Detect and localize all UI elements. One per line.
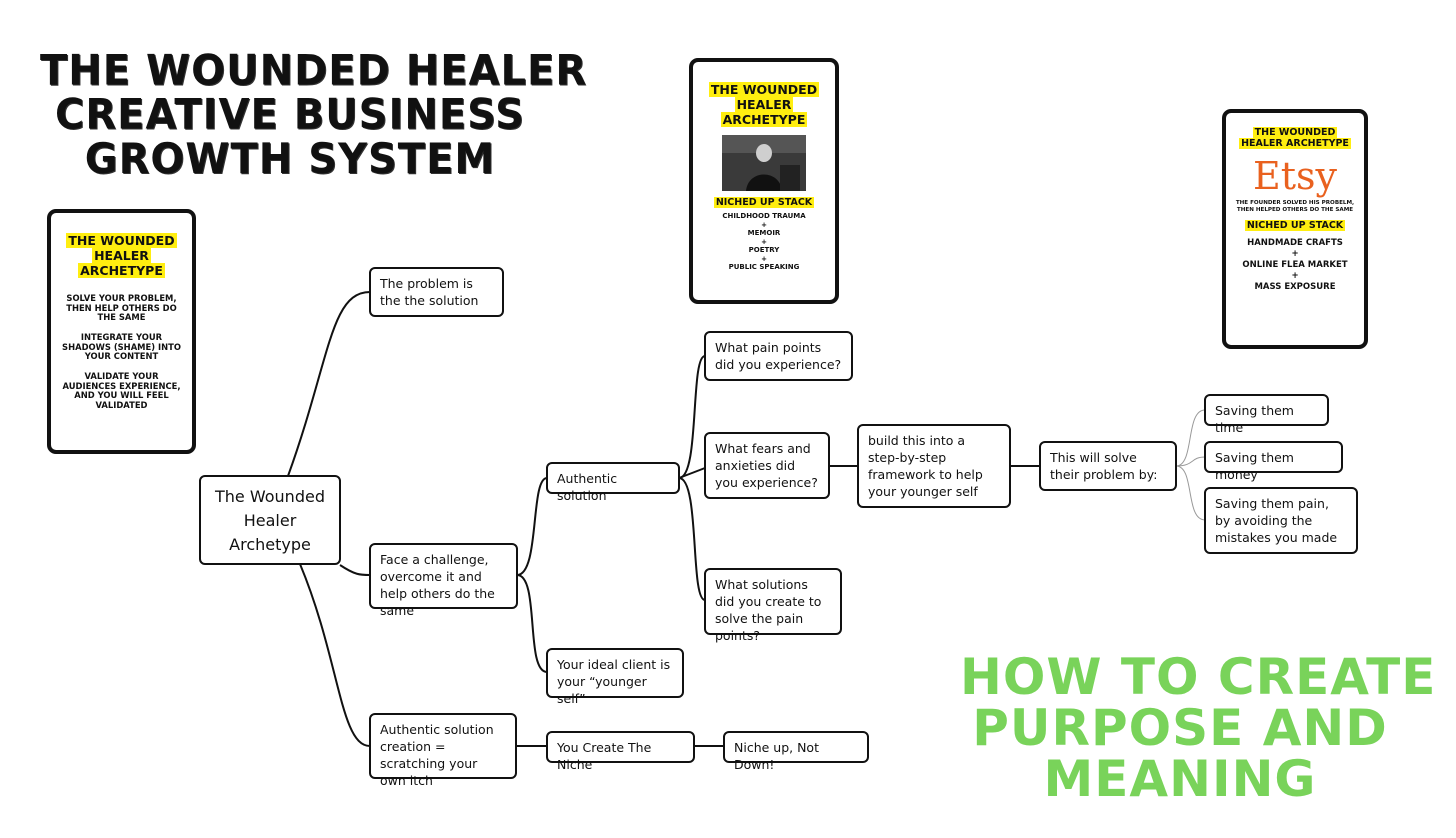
edge-authentic-pain <box>678 355 706 479</box>
card-right-tagline: THE FOUNDER SOLVED HIS PROBELM, THEN HEL… <box>1235 199 1355 213</box>
title-line-2: CREATIVE BUSINESS <box>55 90 525 140</box>
node-create-niche: You Create The Niche <box>546 731 695 772</box>
card-middle-item-4: PUBLIC SPEAKING <box>728 263 800 272</box>
card-right-stack-label: NICHED UP STACK <box>1244 219 1346 231</box>
portrait-photo <box>722 135 806 191</box>
card-right-plus-1: + <box>1291 249 1299 260</box>
node-saving-time: Saving them time <box>1204 394 1329 435</box>
subtitle-line-3: MEANING <box>1043 750 1317 808</box>
edge-authentic-solutions <box>678 477 706 601</box>
node-niche-up: Niche up, Not Down! <box>723 731 869 772</box>
page-title: THE WOUNDED HEALER CREATIVE BUSINESS GRO… <box>40 46 588 184</box>
node-solve-problem: This will solve their problem by: <box>1039 441 1177 491</box>
subtitle-line-1: HOW TO CREATE <box>960 648 1437 706</box>
edge-root-face <box>339 564 371 576</box>
card-right-item-2: ONLINE FLEA MARKET <box>1242 260 1348 271</box>
card-middle-title: THE WOUNDED HEALER ARCHETYPE <box>708 82 820 127</box>
card-right-item-1: HANDMADE CRAFTS <box>1247 238 1343 249</box>
card-middle-plus-2: + <box>761 237 767 246</box>
node-face-challenge: Face a challenge, overcome it and help o… <box>369 543 518 618</box>
edge-face-ideal <box>516 574 548 673</box>
edge-solve-time <box>1175 409 1206 467</box>
card-right-plus-2: + <box>1291 271 1299 282</box>
edge-root-problem <box>287 291 371 477</box>
subtitle: HOW TO CREATE PURPOSE AND MEANING <box>960 648 1437 808</box>
card-left-point-1: SOLVE YOUR PROBLEM, THEN HELP OTHERS DO … <box>66 293 177 323</box>
edge-authentic-fears <box>678 467 706 479</box>
node-problem: The problem is the the solution <box>369 267 504 317</box>
card-left-title: THE WOUNDED HEALER ARCHETYPE <box>66 233 177 278</box>
edge-solve-money <box>1175 456 1206 467</box>
edge-root-creation <box>299 563 371 747</box>
node-ideal-client: Your ideal client is your “younger self” <box>546 648 684 706</box>
card-middle-stack-label: NICHED UP STACK <box>713 197 815 208</box>
card-middle-plus-1: + <box>761 220 767 229</box>
node-saving-pain: Saving them pain, by avoiding the mistak… <box>1204 487 1358 554</box>
node-build-framework: build this into a step-by-step framework… <box>857 424 1011 508</box>
node-saving-money: Saving them money <box>1204 441 1343 482</box>
edge-solve-painsave <box>1175 465 1206 521</box>
subtitle-line-2: PURPOSE AND <box>972 699 1388 757</box>
etsy-logo: Etsy <box>1253 153 1337 198</box>
archetype-card-left: THE WOUNDED HEALER ARCHETYPE SOLVE YOUR … <box>47 209 196 454</box>
edge-face-authentic <box>516 477 548 576</box>
card-middle-item-3: POETRY <box>748 246 780 255</box>
archetype-card-middle: THE WOUNDED HEALER ARCHETYPE NICHED UP S… <box>689 58 839 304</box>
card-right-title: THE WOUNDED HEALER ARCHETYPE <box>1239 127 1351 150</box>
card-left-point-3: VALIDATE YOUR AUDIENCES EXPERIENCE, AND … <box>62 370 181 410</box>
node-fears: What fears and anxieties did you experie… <box>704 432 830 499</box>
node-root: The Wounded Healer Archetype <box>199 475 341 565</box>
node-solutions: What solutions did you create to solve t… <box>704 568 842 643</box>
node-authentic-solution: Authentic solution <box>546 462 680 503</box>
node-pain-points: What pain points did you experience? <box>704 331 853 381</box>
archetype-card-right: THE WOUNDED HEALER ARCHETYPE Etsy THE FO… <box>1222 109 1368 349</box>
card-middle-item-2: MEMOIR <box>747 229 781 238</box>
card-middle-plus-3: + <box>761 254 767 263</box>
node-solution-creation: Authentic solution creation = scratching… <box>369 713 517 788</box>
card-left-point-2: INTEGRATE YOUR SHADOWS (SHAME) INTO YOUR… <box>62 331 181 362</box>
card-middle-item-1: CHILDHOOD TRAUMA <box>722 212 806 221</box>
card-right-item-3: MASS EXPOSURE <box>1254 282 1336 293</box>
title-line-1: THE WOUNDED HEALER <box>40 46 588 96</box>
title-line-3: GROWTH SYSTEM <box>84 134 496 184</box>
